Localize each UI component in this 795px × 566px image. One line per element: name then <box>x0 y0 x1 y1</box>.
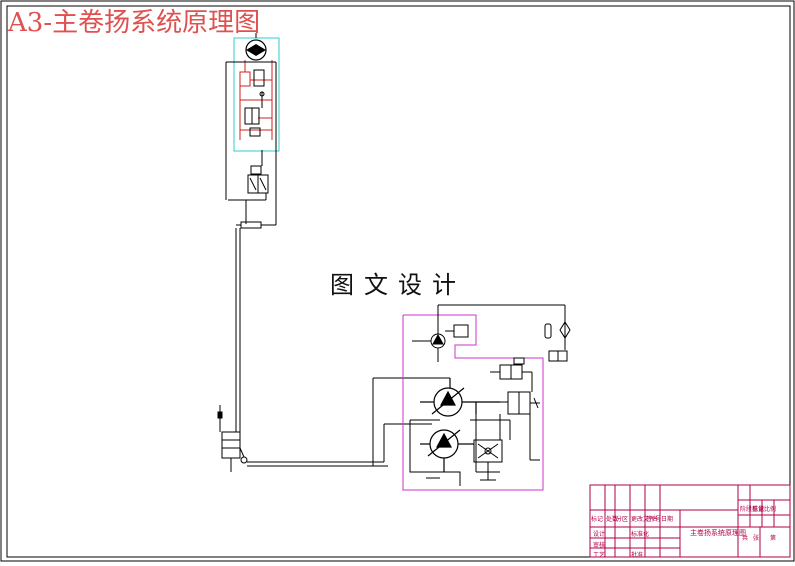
tb-cell-mark: 标记 <box>591 516 604 523</box>
check-valve-bridge <box>473 439 503 481</box>
lower-unit-frame <box>409 419 511 486</box>
drawing-title: A3-主卷扬系统原理图 <box>8 8 261 38</box>
winch-motor-symbol <box>245 33 267 61</box>
control-valve-block <box>475 357 540 473</box>
tb-cell-stage: 阶段标记 <box>740 506 765 513</box>
upper-red-circuit <box>239 60 273 140</box>
charge-pump-symbol <box>412 304 566 362</box>
tb-cell-count: 处数 <box>606 516 619 523</box>
variable-pump-2 <box>420 429 474 472</box>
filter-and-accumulator <box>544 321 571 362</box>
tb-cell-sign: 签名 <box>646 516 659 523</box>
tb-cell-no: 第 <box>770 535 777 542</box>
title-block <box>589 484 791 558</box>
tb-cell-date: 日期 <box>661 516 674 523</box>
tb-cell-total: 共 <box>742 535 749 542</box>
variable-pump-1 <box>420 378 500 417</box>
tb-cell-sheets: 张 <box>753 535 760 542</box>
upper-black-circuit <box>236 61 276 137</box>
pump-station-box <box>402 314 544 491</box>
tb-cell-weight: 重量 <box>752 506 765 513</box>
lower-left-valve-stack <box>217 405 248 472</box>
tb-cell-design: 设计 <box>593 531 606 538</box>
directional-valve-upper <box>247 165 269 194</box>
tb-cell-zone: 分区 <box>616 516 629 523</box>
inner-border <box>6 5 791 558</box>
tb-cell-scale: 比例 <box>764 506 777 513</box>
watermark-text: 图文设计 <box>330 271 466 299</box>
title-block-drawing-name: 主卷扬系统原理图 <box>690 529 746 537</box>
pressure-lines <box>247 377 450 467</box>
tb-cell-approve: 批准 <box>631 552 644 559</box>
main-pipeline <box>225 61 277 432</box>
tb-cell-standard: 标准化 <box>631 531 650 538</box>
tb-cell-review: 审核 <box>593 542 606 549</box>
tb-cell-process: 工艺 <box>593 552 606 559</box>
tb-cell-change-doc: 更改文件号 <box>631 516 662 523</box>
